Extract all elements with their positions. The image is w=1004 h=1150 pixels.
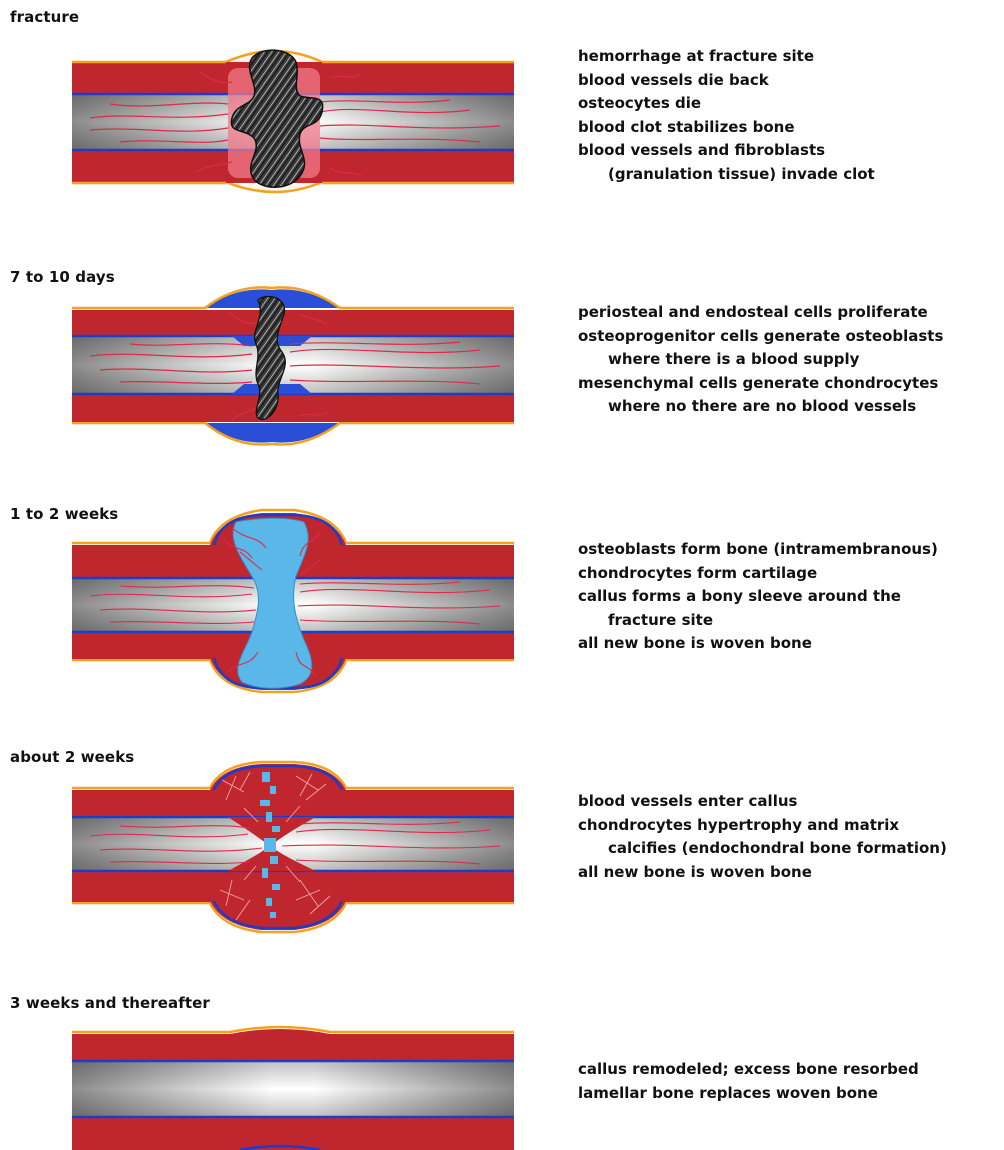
fracture-bone-diagram xyxy=(72,50,514,192)
periosteal-callus-bottom xyxy=(205,423,340,443)
about-2-weeks-bone-diagram xyxy=(72,762,514,932)
7-10-days-bone-diagram xyxy=(72,287,514,444)
1-2-weeks-bone-diagram xyxy=(72,510,514,692)
